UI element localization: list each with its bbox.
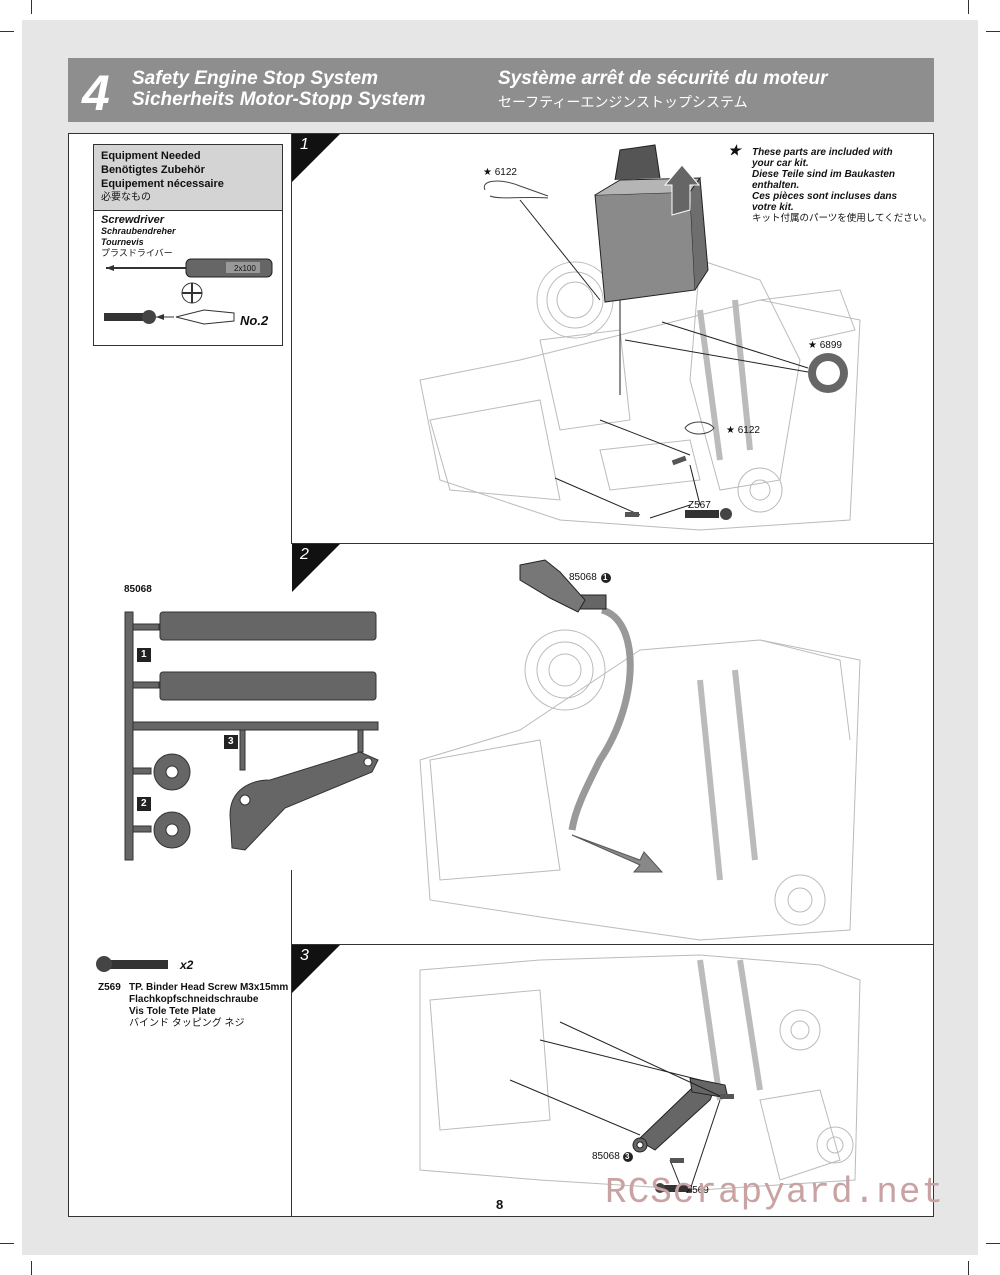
screw-description: TP. Binder Head Screw M3x15mm Flachkopfs… [129, 982, 288, 1030]
note-line-2: your car kit. [752, 158, 809, 169]
section-number: 4 [82, 65, 110, 121]
step-2-tab: 2 [292, 544, 340, 592]
note-line-4: enthalten. [752, 180, 800, 191]
tool-name-fr: Tournevis [101, 237, 144, 247]
part-number: 6122 [494, 167, 517, 178]
tool-description: Screwdriver Schraubendreher Tournevis プラ… [94, 211, 282, 263]
step-3-part-label: 85068 [592, 1151, 620, 1162]
title-japanese: セーフティーエンジンストップシステム [498, 94, 748, 110]
page-number: 8 [496, 1197, 504, 1212]
step-3-marker-number: 3 [625, 1152, 630, 1161]
sprue-part-number: 85068 [124, 584, 152, 595]
step-divider [291, 543, 933, 544]
tool-size-label: 2x100 [234, 264, 256, 273]
part-6122-right-label: ★ 6122 [726, 425, 760, 436]
step-3-screw-label: Z569 [686, 1185, 709, 1196]
note-line-7: キット付属のパーツを使用してください。 [752, 213, 932, 224]
screw-name-fr: Vis Tole Tete Plate [129, 1006, 216, 1017]
step-1-number: 1 [300, 136, 309, 153]
step-2-marker-number: 1 [603, 573, 608, 582]
section-title-en: Safety Engine Stop System Sicherheits Mo… [132, 68, 426, 110]
watermark: RCScrapyard.net [605, 1172, 945, 1213]
equipment-heading-jp: 必要なもの [101, 192, 151, 203]
step-2-number: 2 [300, 546, 309, 563]
screw-name-jp: バインド タッピング ネジ [129, 1018, 245, 1029]
screw-name-en: TP. Binder Head Screw M3x15mm [129, 982, 289, 993]
part-number: 6899 [819, 340, 842, 351]
star-icon: ★ [808, 340, 817, 351]
included-parts-note: ★ These parts are included with your car … [728, 143, 932, 224]
column-divider [291, 870, 292, 1216]
crop-mark [968, 0, 969, 14]
sprue-marker-3: 3 [228, 736, 234, 747]
star-icon: ★ [483, 167, 492, 178]
star-icon: ★ [728, 142, 741, 158]
note-line-1: These parts are included with [752, 147, 893, 158]
equipment-heading-fr: Equipement nécessaire [101, 178, 224, 190]
sprue-marker-2: 2 [141, 798, 147, 809]
tool-name-jp: プラスドライバー [101, 248, 173, 258]
driver-size-label: No.2 [240, 313, 269, 328]
title-french: Système arrêt de sécurité du moteur [498, 68, 828, 89]
crop-mark [0, 31, 14, 32]
part-6899-label: ★ 6899 [808, 340, 842, 351]
crop-mark [986, 31, 1000, 32]
column-divider [291, 134, 292, 544]
title-english: Safety Engine Stop System [132, 68, 379, 89]
note-line-6: votre kit. [752, 202, 794, 213]
screw-name-de: Flachkopfschneidschraube [129, 994, 259, 1005]
part-6122-top-label: ★ 6122 [483, 167, 517, 178]
part-z567-label: Z567 [688, 500, 711, 511]
note-line-3: Diese Teile sind im Baukasten [752, 169, 896, 180]
equipment-heading: Equipment Needed Benötigtes Zubehör Equi… [94, 145, 282, 211]
step-divider [291, 944, 933, 945]
tool-name-de: Schraubendreher [101, 226, 176, 236]
crop-mark [986, 1243, 1000, 1244]
equipment-needed-box: Equipment Needed Benötigtes Zubehör Equi… [93, 144, 283, 346]
screw-quantity: x2 [180, 958, 194, 972]
part-number: 6122 [737, 425, 760, 436]
step-3-number: 3 [300, 947, 309, 964]
screw-code: Z569 [98, 982, 121, 993]
crop-mark [31, 0, 32, 14]
equipment-heading-en: Equipment Needed [101, 150, 201, 162]
star-icon: ★ [726, 425, 735, 436]
equipment-heading-de: Benötigtes Zubehör [101, 164, 205, 176]
section-header: 4 Safety Engine Stop System Sicherheits … [68, 58, 934, 122]
tool-name-en: Screwdriver [101, 214, 164, 226]
step-3-tab: 3 [292, 945, 340, 993]
note-line-5: Ces pièces sont incluses dans [752, 191, 898, 202]
crop-mark [968, 1261, 969, 1275]
crop-mark [0, 1243, 14, 1244]
step-2-part-label: 85068 [569, 572, 597, 583]
sprue-marker-1: 1 [141, 649, 147, 660]
screwdriver-illustration: 2x100 No.2 [104, 258, 273, 328]
title-german: Sicherheits Motor-Stopp System [132, 89, 426, 110]
step-1-tab: 1 [292, 134, 340, 182]
crop-mark [31, 1261, 32, 1275]
